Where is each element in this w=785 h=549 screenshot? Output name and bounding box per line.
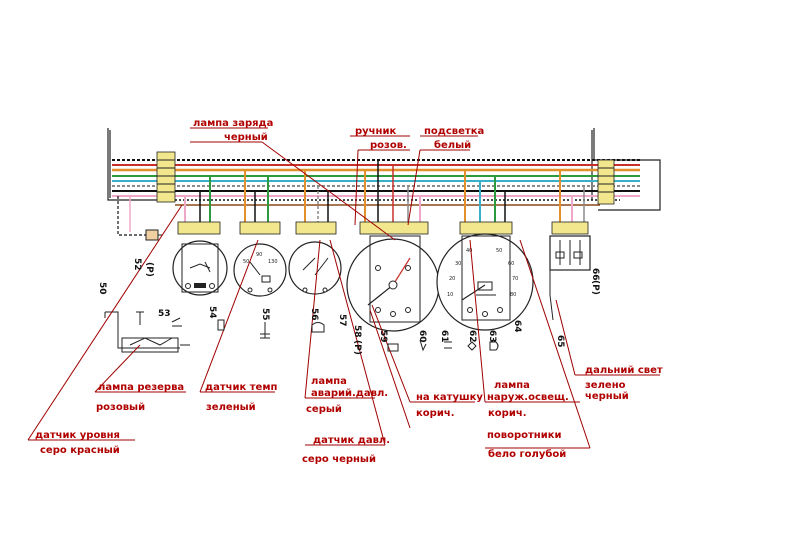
temp-scale-1: 90 bbox=[256, 252, 262, 258]
tacho-scale-4: 50 bbox=[496, 248, 502, 254]
number-59: 59 bbox=[378, 330, 388, 343]
label-temp-sensor: датчик темп bbox=[205, 382, 278, 393]
tacho-scale-7: 80 bbox=[510, 292, 516, 298]
label-outer-lamp-1: лампа bbox=[494, 380, 530, 391]
temp-scale-0: 50 bbox=[243, 259, 249, 265]
connector-speedo bbox=[359, 221, 429, 235]
label-outer-lamp-2: наруж.освещ. bbox=[487, 392, 569, 403]
wire-drops bbox=[117, 160, 585, 236]
connector-66 bbox=[551, 221, 589, 235]
number-62: 62 bbox=[467, 330, 477, 343]
connector-tacho bbox=[459, 221, 513, 235]
side-light-icon bbox=[444, 341, 452, 349]
brake-icon bbox=[419, 339, 427, 352]
tacho-scale-5: 60 bbox=[508, 261, 514, 267]
label-high-beam-c1: зелено bbox=[585, 380, 626, 391]
tacho-scale-1: 20 bbox=[449, 276, 455, 282]
p-marker-66: (P) bbox=[590, 280, 600, 295]
number-60: 60 bbox=[417, 330, 427, 343]
tacho-scale-6: 70 bbox=[512, 276, 518, 282]
connector-54 bbox=[177, 221, 221, 235]
number-52: 52 bbox=[132, 258, 142, 271]
label-charge-lamp: лампа заряда bbox=[193, 118, 273, 129]
gauge-54 bbox=[172, 240, 228, 296]
turn-signal-icon bbox=[467, 341, 477, 351]
number-63: 63 bbox=[487, 330, 497, 343]
p-markers: (P) (P) (P) bbox=[144, 262, 600, 355]
label-pressure-color: серо черный bbox=[302, 454, 376, 465]
gauge-55-temperature: 50 90 130 bbox=[233, 243, 287, 297]
number-56: 56 bbox=[309, 308, 319, 321]
high-beam-icon bbox=[489, 341, 499, 351]
tacho-scale-0: 10 bbox=[447, 292, 453, 298]
label-coil: на катушку bbox=[416, 392, 483, 403]
p-marker-58: (P) bbox=[352, 340, 362, 355]
tachometer: 10 20 30 40 50 60 70 80 bbox=[436, 233, 534, 331]
annotation-labels: лампа заряда черный ручник розов. подсве… bbox=[35, 118, 663, 465]
left-connector-block bbox=[156, 151, 176, 203]
label-high-beam: дальний свет bbox=[585, 365, 663, 376]
number-61: 61 bbox=[439, 330, 449, 343]
label-charge-color: черный bbox=[224, 132, 268, 143]
label-outer-lamp-color: корич. bbox=[488, 408, 527, 419]
number-57: 57 bbox=[337, 314, 347, 327]
connector-56 bbox=[295, 221, 337, 235]
connector-55 bbox=[239, 221, 281, 235]
number-65: 65 bbox=[555, 335, 565, 348]
label-temp-color: зеленый bbox=[206, 402, 256, 413]
element-66 bbox=[549, 235, 591, 321]
tacho-scale-3: 40 bbox=[466, 248, 472, 254]
label-turn-signals: поворотники bbox=[487, 430, 562, 441]
label-level-sensor: датчик уровня bbox=[35, 430, 120, 441]
temp-scale-2: 130 bbox=[268, 259, 278, 265]
p-marker-52: (P) bbox=[144, 262, 154, 277]
gauge-connectors bbox=[177, 221, 589, 235]
label-oil-lamp-2: аварий.давл. bbox=[311, 388, 388, 399]
reserve-lamp-icon bbox=[171, 317, 182, 327]
leader-lines bbox=[27, 127, 660, 449]
label-backlight: подсветка bbox=[424, 126, 484, 137]
number-64: 64 bbox=[512, 320, 522, 333]
temp-lamp-icon bbox=[260, 322, 270, 339]
label-reserve-lamp: лампа резерва bbox=[98, 382, 184, 393]
tacho-scale-2: 30 bbox=[455, 261, 461, 267]
fuel-lamp-icon bbox=[217, 319, 225, 331]
label-reserve-color: розовый bbox=[96, 402, 145, 413]
label-high-beam-c2: черный bbox=[585, 391, 629, 402]
element-52 bbox=[145, 229, 162, 241]
label-turn-color: бело голубой bbox=[488, 448, 566, 460]
lamp-symbols bbox=[171, 317, 499, 352]
harness-bundle bbox=[112, 151, 640, 206]
label-oil-lamp-color: серый bbox=[306, 404, 342, 415]
gauge-56-oil-pressure bbox=[288, 241, 342, 295]
number-66: 66 bbox=[590, 268, 600, 281]
label-oil-lamp-1: лампа bbox=[311, 376, 347, 387]
label-handbrake: ручник bbox=[355, 126, 396, 137]
label-coil-color: корич. bbox=[416, 408, 455, 419]
number-54: 54 bbox=[207, 306, 217, 319]
label-level-color: серо красный bbox=[40, 445, 120, 456]
label-pressure-sensor: датчик давл. bbox=[313, 435, 390, 446]
element-53 bbox=[104, 311, 190, 353]
oil-can-icon bbox=[311, 322, 325, 333]
component-numbers: 50 52 53 54 55 56 57 58 59 60 61 62 63 6… bbox=[97, 258, 600, 348]
right-connector-block bbox=[597, 159, 615, 205]
number-55: 55 bbox=[260, 308, 270, 321]
battery-icon bbox=[387, 343, 399, 352]
number-50: 50 bbox=[97, 282, 107, 295]
label-backlight-color: белый bbox=[434, 139, 471, 151]
number-53: 53 bbox=[158, 309, 171, 319]
label-handbrake-color: розов. bbox=[370, 140, 407, 151]
number-58: 58 bbox=[352, 325, 362, 338]
speedometer bbox=[346, 235, 440, 332]
